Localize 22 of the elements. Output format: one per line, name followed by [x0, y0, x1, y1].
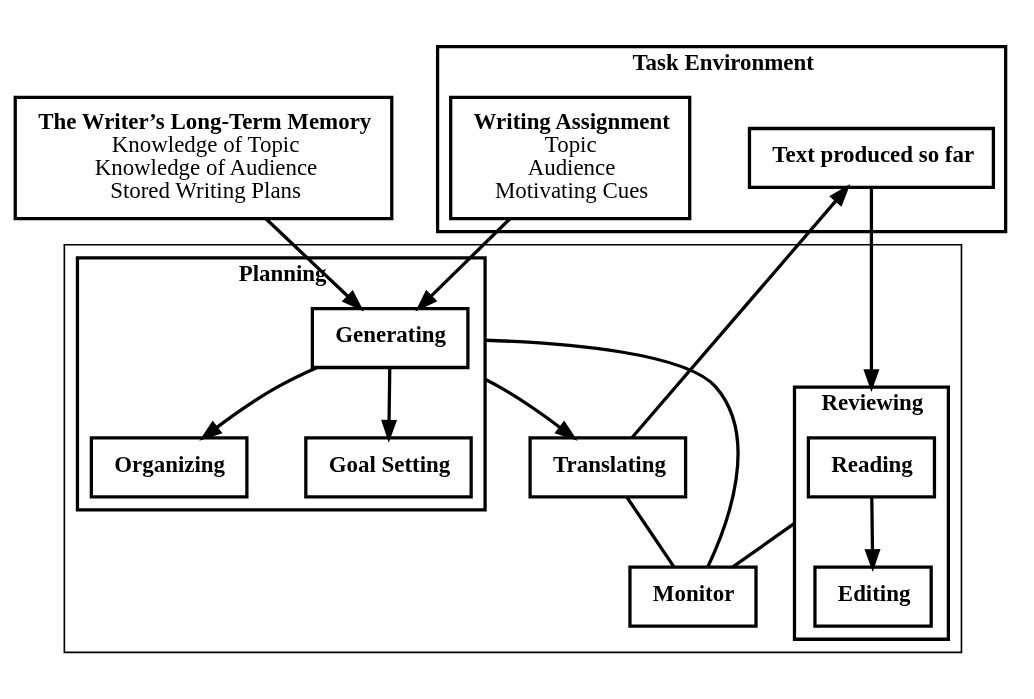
- node-box: Organizing: [89, 436, 249, 499]
- node-box: Monitor: [628, 565, 758, 628]
- connector: [485, 338, 740, 568]
- arrow: [265, 217, 364, 312]
- arrow: [484, 377, 578, 441]
- arrow: [381, 367, 398, 443]
- connector: [731, 522, 796, 569]
- node-box: Editing: [813, 565, 933, 628]
- arrow: [415, 217, 511, 312]
- node-box: Writing Assignment Topic Audience Motivating Cues: [449, 95, 692, 221]
- arrow: [199, 366, 318, 441]
- node-box: Text produced so far: [747, 126, 995, 190]
- connector: [625, 496, 676, 569]
- node-box: The Writer’s Long-Term Memory Knowledge of Topic Knowledge of Audience Stored Writing Plans: [13, 95, 394, 221]
- node-box: Generating: [310, 306, 470, 370]
- arrow: [863, 187, 880, 393]
- arrow: [630, 184, 851, 439]
- node-box: Reading: [806, 436, 937, 499]
- node-box: Translating: [528, 436, 688, 499]
- cluster: [63, 243, 963, 654]
- node-box: Goal Setting: [304, 436, 473, 499]
- arrow: [864, 496, 881, 573]
